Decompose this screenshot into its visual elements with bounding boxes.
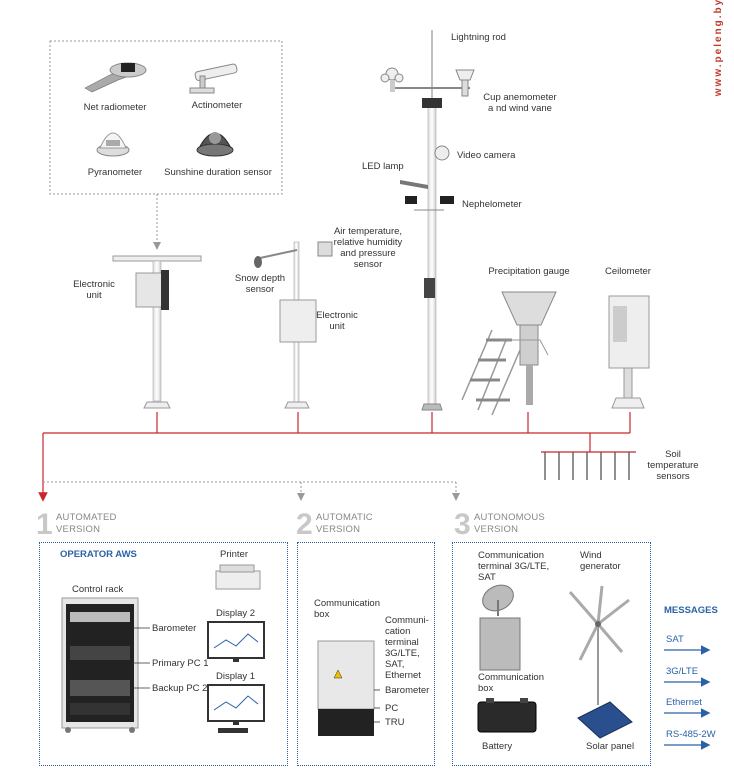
pc-label: PC	[385, 703, 399, 714]
sensors-box	[49, 40, 283, 195]
comm-box-3-image	[479, 617, 521, 671]
autonomous-version-box	[452, 542, 651, 766]
cup-anemometer-label: Cup anemometer a nd wind vane	[483, 92, 557, 114]
soil-sensors	[544, 452, 630, 480]
battery-label: Battery	[482, 741, 513, 752]
control-rack-image	[61, 597, 139, 733]
display-1-image	[207, 684, 265, 733]
display-2-image	[207, 621, 265, 662]
actinometer-label: Actinometer	[191, 100, 243, 111]
message-sat: SAT	[666, 634, 684, 645]
version-1-number: 1	[36, 508, 53, 541]
operator-aws-title: OPERATOR AWS	[60, 549, 137, 560]
precipitation-gauge-label: Precipitation gauge	[488, 266, 570, 277]
comm-box-2-image	[317, 640, 375, 736]
printer-label: Printer	[220, 549, 248, 560]
box2-leaders	[374, 689, 380, 723]
tru-label: TRU	[385, 717, 405, 728]
comm-box-3-label: Communication box	[478, 672, 544, 694]
comm-box-2-label: Communication box	[314, 598, 380, 620]
battery-image	[477, 698, 537, 733]
wind-generator-image	[568, 585, 630, 705]
precipitation-gauge	[461, 291, 557, 416]
automated-version-box	[39, 542, 288, 766]
electronic-unit-1-label: Electronic unit	[73, 279, 115, 301]
pyranometer-label: Pyranometer	[87, 167, 143, 178]
version-3-number: 3	[454, 508, 471, 541]
barometer-1-label: Barometer	[152, 623, 197, 634]
main-mast	[380, 30, 475, 411]
video-camera-label: Video camera	[457, 150, 516, 161]
message-rs485: RS-485-2W	[666, 729, 716, 740]
solar-panel-label: Solar panel	[586, 741, 635, 752]
net-radiometer-icon	[84, 62, 147, 93]
backup-pc-label: Backup PC 2	[152, 683, 208, 694]
sunshine-sensor-label: Sunshine duration sensor	[164, 167, 272, 178]
watermark-text: www.peleng.by	[713, 0, 724, 97]
message-arrows	[664, 645, 711, 750]
comm-terminal-3-label: Communication terminal 3G/LTE, SAT	[478, 550, 550, 583]
solar-panel-image	[577, 701, 633, 739]
air-temp-label: Air temperature, relative humidity and p…	[333, 226, 403, 270]
electronic-unit-2-label: Electronic unit	[316, 310, 358, 332]
grey-distribution	[43, 481, 460, 501]
pole-2	[254, 241, 333, 409]
message-ethernet: Ethernet	[666, 697, 702, 708]
automatic-version-box	[297, 542, 435, 766]
message-3g-lte: 3G/LTE	[666, 666, 699, 677]
pyranometer-icon	[96, 132, 130, 157]
comm-terminal-2-label: Communi- cation terminal 3G/LTE, SAT, Et…	[385, 615, 429, 681]
soil-temp-label: Soil temperature sensors	[647, 449, 699, 482]
barometer-2-label: Barometer	[385, 685, 430, 696]
sat-dish-image	[482, 584, 514, 616]
wind-generator-label: Wind generator	[580, 550, 621, 572]
actinometer-icon	[189, 63, 238, 94]
nephelometer-label: Nephelometer	[462, 199, 522, 210]
sunshine-sensor-icon	[196, 132, 234, 157]
ceilometer	[608, 295, 650, 409]
display-2-label: Display 2	[216, 608, 256, 619]
rack-leaders	[132, 627, 150, 689]
primary-pc-label: Primary PC 1	[152, 658, 209, 669]
version-2-number: 2	[296, 508, 313, 541]
lightning-rod-label: Lightning rod	[451, 32, 506, 43]
red-bus	[38, 412, 636, 502]
pole-1	[112, 255, 202, 409]
display-1-label: Display 1	[216, 671, 256, 682]
led-lamp-label: LED lamp	[362, 161, 404, 172]
control-rack-label: Control rack	[72, 584, 124, 595]
snow-depth-label: Snow depth sensor	[234, 273, 286, 295]
net-radiometer-label: Net radiometer	[83, 102, 147, 113]
messages-title: MESSAGES	[664, 605, 718, 616]
ceilometer-label: Ceilometer	[605, 266, 651, 277]
printer-image	[215, 564, 261, 590]
